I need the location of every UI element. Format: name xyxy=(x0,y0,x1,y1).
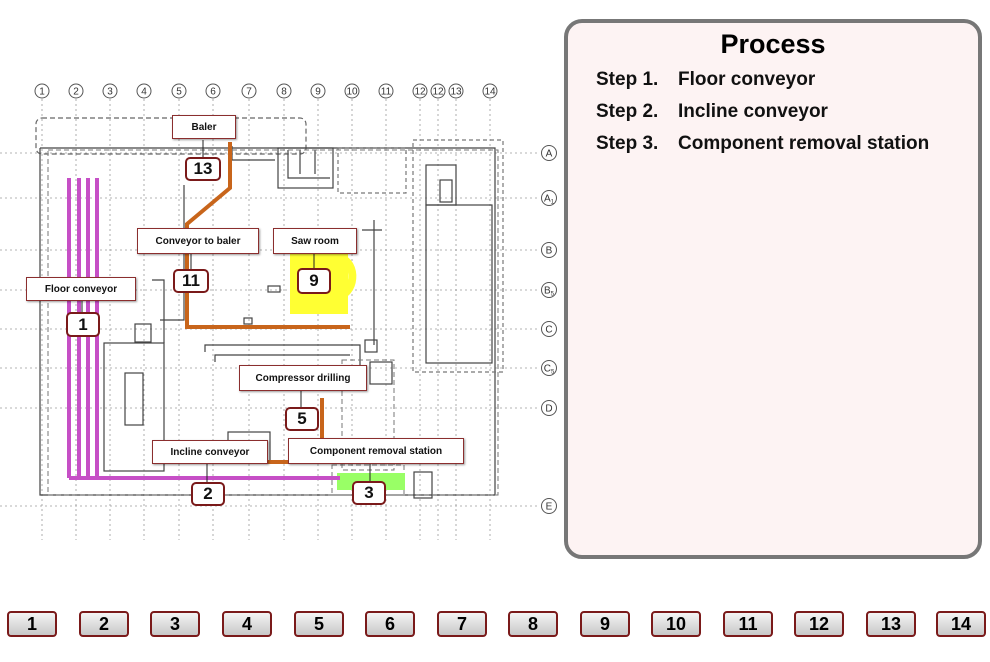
compressor-drilling-label: Compressor drilling xyxy=(239,365,367,391)
column-grid-marker: 4 xyxy=(136,83,152,99)
column-grid-marker: 1 xyxy=(34,83,50,99)
svg-text:13: 13 xyxy=(450,87,462,98)
saw-room-curve xyxy=(335,254,357,300)
column-grid-marker: 6 xyxy=(205,83,221,99)
svg-text:14: 14 xyxy=(484,87,496,98)
svg-text:B5: B5 xyxy=(544,286,555,298)
nav-button-10[interactable]: 10 xyxy=(651,611,701,637)
process-title: Process xyxy=(720,29,826,59)
svg-text:D: D xyxy=(545,404,552,415)
nav-button-3[interactable]: 3 xyxy=(150,611,200,637)
nav-button-9[interactable]: 9 xyxy=(580,611,630,637)
component-removal-station-label: Component removal station xyxy=(288,438,464,464)
svg-text:8: 8 xyxy=(281,87,287,98)
row-grid-marker: C xyxy=(541,321,557,337)
step-2-text: Incline conveyor xyxy=(678,101,828,122)
nav-button-12[interactable]: 12 xyxy=(794,611,844,637)
step-2: Step 2. Incline conveyor xyxy=(596,101,828,123)
row-grid-marker: A xyxy=(541,145,557,161)
svg-text:4: 4 xyxy=(141,87,147,98)
conveyor-to-baler-label: Conveyor to baler xyxy=(137,228,259,254)
step-3-text: Component removal station xyxy=(678,133,930,154)
nav-button-14[interactable]: 14 xyxy=(936,611,986,637)
tag-9: 9 xyxy=(297,268,331,294)
step-1-text: Floor conveyor xyxy=(678,69,816,90)
step-1: Step 1. Floor conveyor xyxy=(596,69,815,91)
row-grid-marker: E xyxy=(541,498,557,514)
nav-button-11[interactable]: 11 xyxy=(723,611,773,637)
tag-2: 2 xyxy=(191,482,225,506)
saw-room-label: Saw room xyxy=(273,228,357,254)
column-grid-marker: 11 xyxy=(378,83,394,99)
svg-text:7: 7 xyxy=(246,87,252,98)
column-grid-marker: 10 xyxy=(344,83,360,99)
row-grid-marker: B5 xyxy=(541,282,557,298)
column-grid-marker: 14 xyxy=(482,83,498,99)
nav-button-2[interactable]: 2 xyxy=(79,611,129,637)
svg-text:9: 9 xyxy=(315,87,321,98)
step-2-key: Step 2. xyxy=(596,101,659,122)
step-3-key: Step 3. xyxy=(596,133,659,154)
nav-button-7[interactable]: 7 xyxy=(437,611,487,637)
nav-button-1[interactable]: 1 xyxy=(7,611,57,637)
svg-text:3: 3 xyxy=(107,87,113,98)
tag-3: 3 xyxy=(352,481,386,505)
svg-text:A: A xyxy=(546,149,553,160)
svg-text:C: C xyxy=(545,325,552,336)
step-1-key: Step 1. xyxy=(596,69,659,90)
nav-button-8[interactable]: 8 xyxy=(508,611,558,637)
svg-text:12: 12 xyxy=(432,87,444,98)
step-3: Step 3. Component removal station xyxy=(596,133,929,155)
tag-1: 1 xyxy=(66,312,100,337)
svg-text:E: E xyxy=(546,502,553,513)
column-grid-marker: 3 xyxy=(102,83,118,99)
svg-text:1: 1 xyxy=(39,87,45,98)
column-grid-marker: 13 xyxy=(448,83,464,99)
svg-text:5: 5 xyxy=(176,87,182,98)
column-grid-marker: 12 xyxy=(412,83,428,99)
floor-conveyor-label: Floor conveyor xyxy=(26,277,136,301)
svg-text:12: 12 xyxy=(414,87,426,98)
column-grid-marker: 5 xyxy=(171,83,187,99)
svg-text:10: 10 xyxy=(346,87,358,98)
svg-text:6: 6 xyxy=(210,87,216,98)
nav-button-4[interactable]: 4 xyxy=(222,611,272,637)
column-grid-marker: 7 xyxy=(241,83,257,99)
row-grid-marker: A1 xyxy=(541,190,557,206)
nav-button-6[interactable]: 6 xyxy=(365,611,415,637)
column-grid-marker: 8 xyxy=(276,83,292,99)
row-grid-marker: D xyxy=(541,400,557,416)
column-grid-marker: 9 xyxy=(310,83,326,99)
nav-button-5[interactable]: 5 xyxy=(294,611,344,637)
svg-text:B: B xyxy=(546,246,553,257)
column-grid-marker: 2 xyxy=(68,83,84,99)
tag-5: 5 xyxy=(285,407,319,431)
nav-button-13[interactable]: 13 xyxy=(866,611,916,637)
column-grid-marker: 12 xyxy=(430,83,446,99)
tag-13: 13 xyxy=(185,157,221,181)
tag-leaders xyxy=(81,140,371,483)
row-grid-marker: B xyxy=(541,242,557,258)
baler-label: Baler xyxy=(172,115,236,139)
step-navigation: 1 2 3 4 5 6 7 8 9 10 11 12 13 14 xyxy=(0,611,990,639)
svg-text:A1: A1 xyxy=(544,194,555,206)
incline-conveyor-label: Incline conveyor xyxy=(152,440,268,464)
svg-text:2: 2 xyxy=(73,87,79,98)
tag-11: 11 xyxy=(173,269,209,293)
svg-text:11: 11 xyxy=(381,87,392,98)
row-grid-marker: C5 xyxy=(541,360,557,376)
svg-text:C5: C5 xyxy=(544,364,555,376)
process-panel: Process Step 1. Floor conveyor Step 2. Inc… xyxy=(564,19,982,559)
